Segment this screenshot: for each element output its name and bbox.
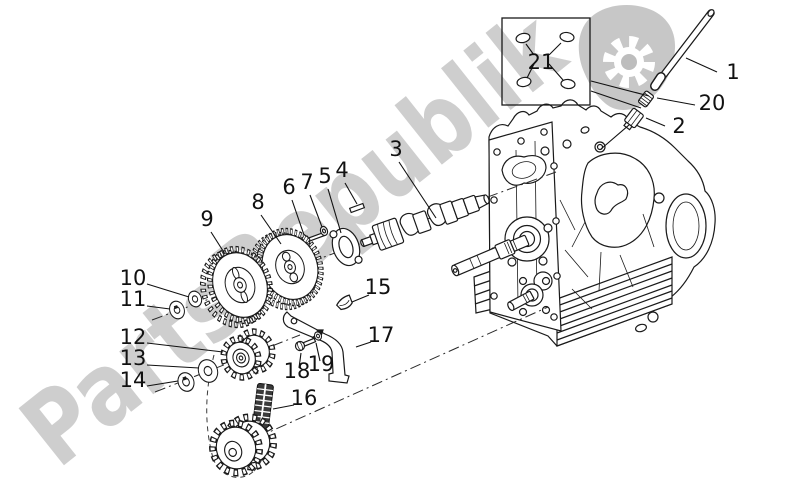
leader-line-12	[146, 342, 224, 353]
leader-line-20	[656, 97, 696, 106]
tensioner-bolt	[294, 337, 317, 352]
callout-label-16: 16	[291, 386, 318, 410]
head-stud-hole	[580, 126, 590, 134]
camshaft	[360, 194, 490, 251]
o-ring	[559, 31, 575, 43]
leader-line-6	[291, 199, 305, 236]
engine-block	[451, 99, 716, 347]
reference-line-7	[600, 124, 630, 150]
watermark-badge	[578, 5, 676, 110]
o-ring	[560, 78, 576, 90]
leader-line-5	[327, 188, 342, 234]
keyed-washer-11	[169, 300, 185, 320]
reference-line-4	[548, 63, 564, 81]
crankcase-ribs	[559, 199, 655, 310]
head-stud-hole	[562, 139, 572, 149]
leader-line-9	[210, 231, 226, 255]
leader-line-1	[685, 57, 718, 73]
callout-label-9: 9	[200, 207, 213, 231]
reference-line-6	[590, 90, 642, 109]
half-ring-15	[335, 294, 353, 311]
washer-10	[187, 290, 203, 308]
reference-line-5	[590, 80, 650, 97]
timing-gear-front	[199, 245, 274, 329]
callout-label-20: 20	[699, 91, 726, 115]
cover-bolt-holes	[490, 128, 561, 321]
leader-line-7	[309, 194, 323, 228]
leader-line-15	[351, 294, 370, 303]
leader-line-11	[146, 305, 171, 310]
callout-label-19: 19	[308, 352, 335, 376]
leader-line-19	[315, 342, 321, 362]
crankshaft-stub	[451, 234, 530, 277]
keyed-washer-14	[177, 372, 195, 392]
callout-label-17: 17	[368, 323, 395, 347]
reference-line-2	[548, 42, 562, 56]
washer-13	[197, 359, 219, 383]
callout-label-5: 5	[318, 164, 331, 188]
chain-tensioner-arm	[282, 311, 350, 384]
callout-label-15: 15	[365, 275, 392, 299]
callout-label-7: 7	[300, 170, 313, 194]
callout-label-2: 2	[672, 114, 685, 138]
cam-bolt-washer	[319, 225, 329, 237]
callout-label-3: 3	[389, 137, 402, 161]
leader-line-8	[260, 214, 282, 245]
leader-line-2	[645, 117, 666, 127]
leader-line-16	[272, 404, 295, 410]
callout-label-14: 14	[120, 368, 147, 392]
woodruff-key	[348, 202, 366, 214]
left-fin-stack	[473, 270, 494, 314]
callout-label-18: 18	[284, 359, 311, 383]
reference-line-1	[525, 43, 535, 56]
callout-label-6: 6	[282, 175, 295, 199]
cam-gear-rear	[249, 227, 324, 311]
oring-kit-box	[501, 17, 591, 106]
oil-pump-drive	[507, 271, 553, 317]
gear-icon	[603, 36, 655, 88]
leader-line-13	[146, 364, 200, 369]
callout-label-8: 8	[251, 190, 264, 214]
clutch-inner-boss	[594, 181, 629, 215]
callout-label-12: 12	[120, 325, 147, 349]
oil-dipstick	[650, 9, 715, 91]
right-bell-boss	[635, 192, 707, 333]
callout-label-13: 13	[120, 346, 147, 370]
callout-label-1: 1	[726, 60, 739, 84]
reference-line-3	[526, 63, 535, 79]
o-ring	[516, 76, 532, 88]
callout-label-11: 11	[120, 287, 147, 311]
cam-flange-plate	[329, 227, 363, 267]
tensioner-washer	[314, 331, 322, 341]
o-ring	[515, 32, 531, 44]
leader-line-4	[344, 182, 358, 205]
leader-line-10	[146, 283, 190, 298]
crank-sprocket-pair	[209, 413, 277, 477]
leader-line-17	[355, 341, 372, 348]
leader-line-18	[298, 352, 302, 369]
callout-label-4: 4	[335, 158, 348, 182]
callout-label-10: 10	[120, 266, 147, 290]
leader-line-14	[146, 380, 179, 387]
leader-line-3	[398, 161, 437, 219]
sprocket-axis-line	[237, 306, 549, 447]
head-stud-hole	[540, 146, 550, 156]
